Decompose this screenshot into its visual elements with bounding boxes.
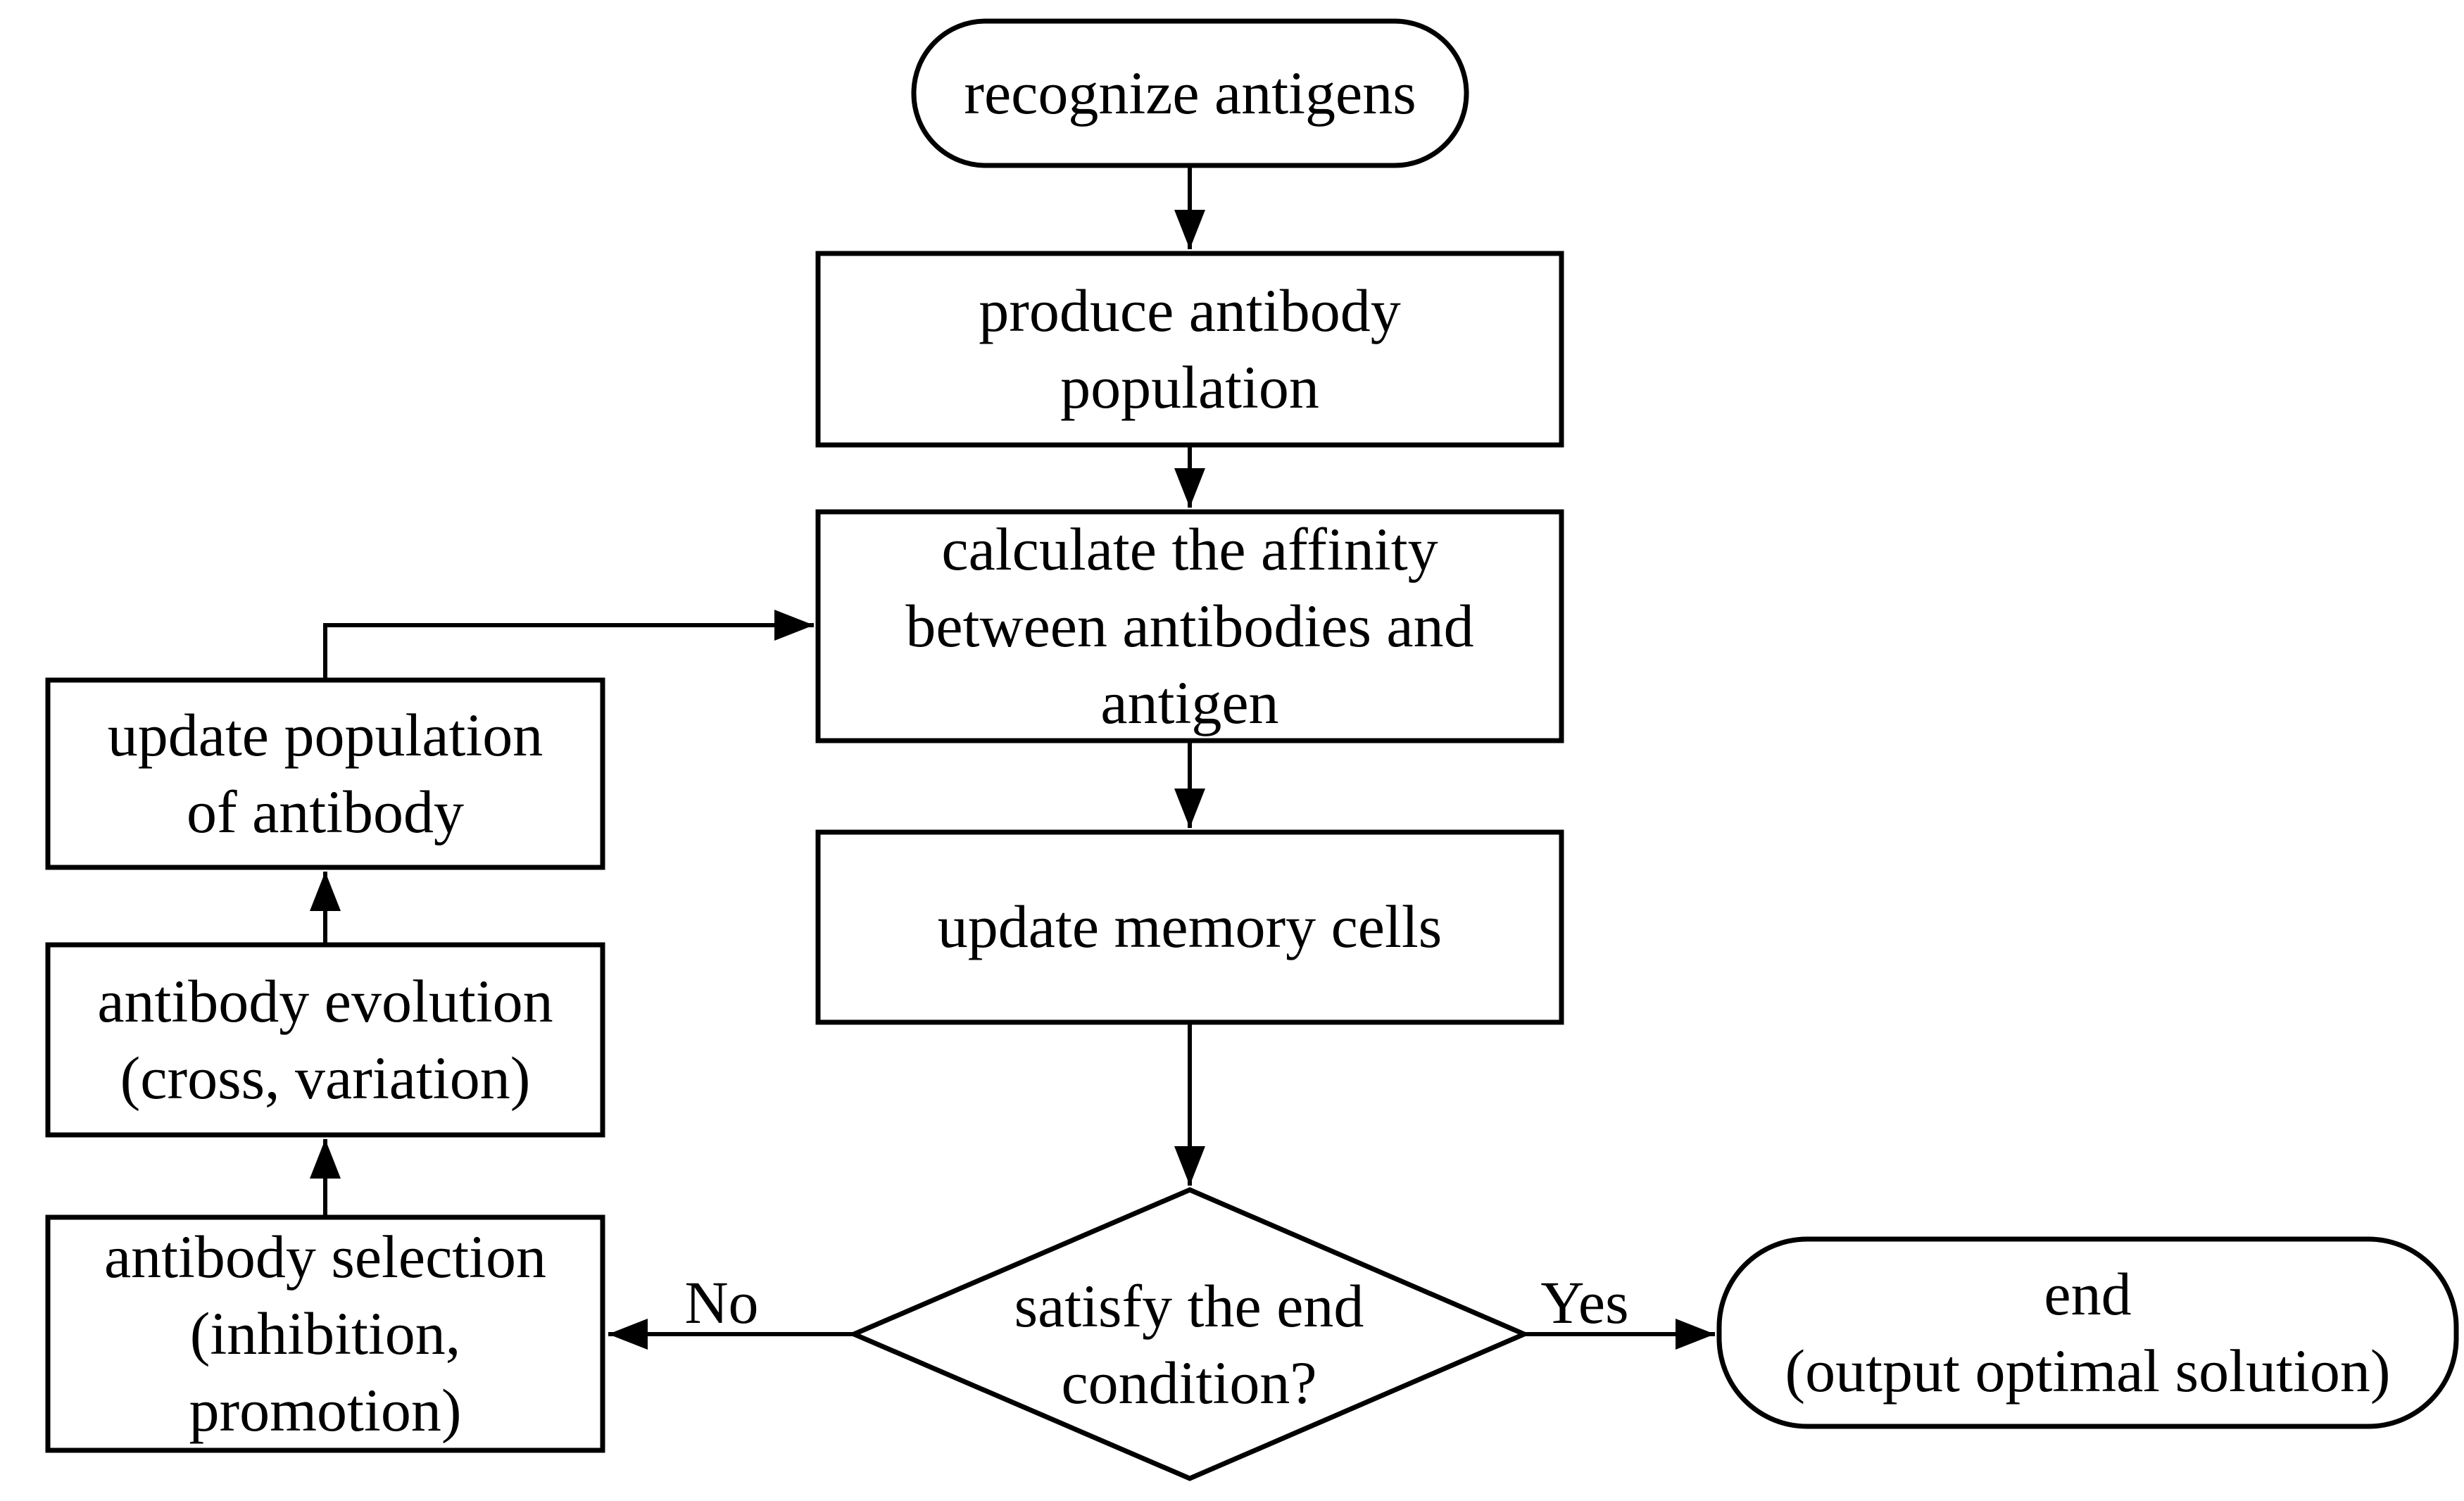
calc-affinity-process-shape [815, 509, 1564, 743]
update-memory-process-shape [815, 829, 1564, 1025]
edge-update-population-to-calc-feedback [323, 610, 814, 679]
antibody-selection-process-shape [45, 1214, 605, 1453]
decision-diamond-shape [848, 1187, 1530, 1481]
end-terminator-shape [1716, 1236, 2459, 1429]
decision-node-label: satisfy the end condition? [1014, 1271, 1364, 1417]
update-population-process-shape [45, 677, 605, 870]
antibody-selection-node-label: antibody selection (inhibition, promotio… [103, 1222, 547, 1445]
end-node-label: end (output optimal solution) [1785, 1260, 2391, 1405]
produce-process-shape [815, 251, 1564, 448]
update-memory-node-label: update memory cells [937, 893, 1442, 961]
no-edge-label: No [684, 1269, 759, 1336]
antibody-evolution-process-shape [45, 942, 605, 1138]
antibody-evolution-node-label: antibody evolution (cross, variation) [97, 967, 553, 1112]
yes-edge-label: Yes [1540, 1269, 1629, 1336]
calc-affinity-node-label: calculate the affinity between antibodie… [905, 515, 1474, 737]
start-node-label: recognize antigens [964, 58, 1416, 127]
update-population-node-label: update population of antibody [107, 701, 543, 846]
start-terminator-shape [911, 18, 1469, 168]
produce-node-label: produce antibody population [979, 276, 1401, 421]
